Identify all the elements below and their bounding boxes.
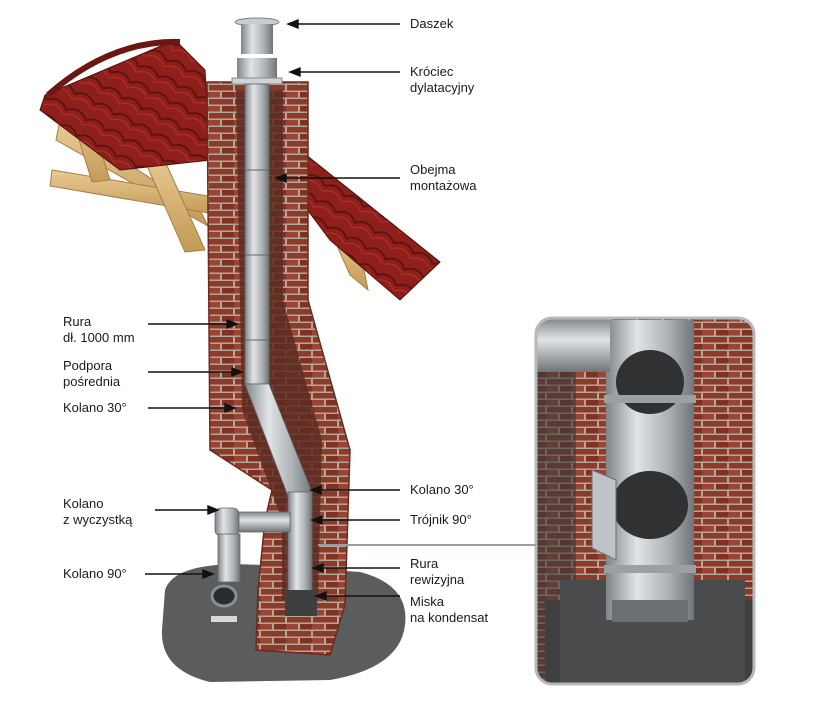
label-kolano-z-wyczystka: Kolano z wyczystką [63, 496, 133, 527]
roof-tiles-left [39, 39, 211, 171]
label-trojnik-90: Trójnik 90° [410, 512, 472, 527]
detail-inset [534, 316, 756, 686]
label-rura-rewizyjna: Rura rewizyjna [410, 556, 465, 587]
label-krociec-dylatacyjny: Króciec dylatacyjny [410, 64, 475, 95]
flue-pipe [210, 83, 317, 622]
label-podpora-posrednia: Podpora pośrednia [63, 358, 121, 389]
label-obejma-montazowa: Obejma montażowa [410, 162, 477, 193]
label-daszek: Daszek [410, 16, 454, 31]
leader-lines [145, 18, 400, 602]
label-kolano-90: Kolano 90° [63, 566, 127, 581]
label-kolano-30-left: Kolano 30° [63, 400, 127, 415]
label-rura: Rura dł. 1000 mm [63, 314, 135, 345]
label-miska-na-kondensat: Miska na kondensat [410, 594, 489, 625]
label-kolano-30-right: Kolano 30° [410, 482, 474, 497]
